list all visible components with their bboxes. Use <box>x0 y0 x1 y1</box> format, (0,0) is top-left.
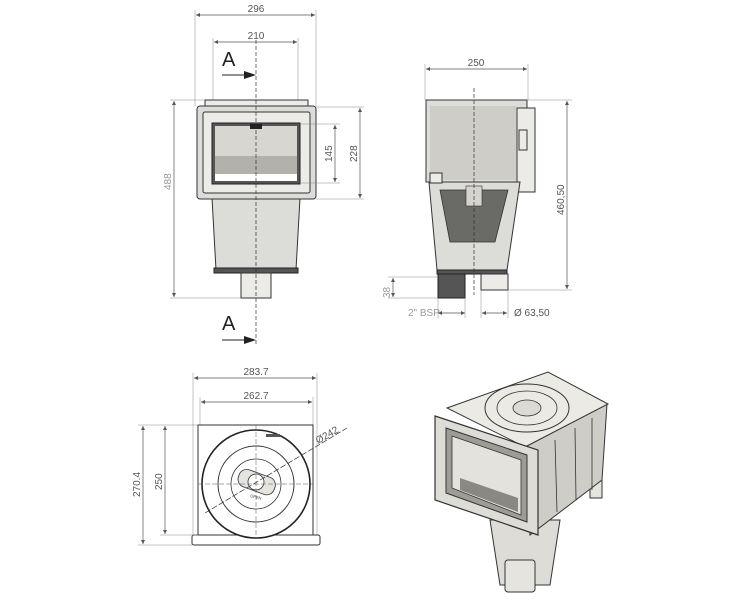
dim-flange-height: 228 <box>349 145 360 162</box>
outlet-pipe <box>480 273 509 291</box>
dim-plate-depth: 270.4 <box>132 472 143 497</box>
iso-outlet <box>504 559 536 593</box>
dim-opening-width: 210 <box>248 31 265 42</box>
isometric-view <box>434 371 610 593</box>
side-section-view: 250 460,50 38 2" BSP Ø 63,50 <box>382 58 572 319</box>
dim-outlet-height: 38 <box>382 286 393 298</box>
outlet-bsp <box>437 273 466 299</box>
dim-outlet-diameter: Ø 63,50 <box>514 308 550 319</box>
dim-body-width: 262.7 <box>243 391 268 402</box>
dim-width: 250 <box>468 58 485 69</box>
top-view: 283.7 262.7 OPEN Ø242 270.4 250 <box>132 367 348 546</box>
dim-opening-height: 145 <box>324 145 335 162</box>
dim-lid-diameter: Ø242 <box>314 425 341 447</box>
outlet-thread: 2" BSP <box>408 308 440 319</box>
section-marker-bottom: A <box>222 313 236 335</box>
section-arrow-icon <box>244 71 256 79</box>
front-view: 296 210 A A 488 145 228 <box>163 4 364 345</box>
section-arrow-icon <box>244 336 256 344</box>
dim-height: 460,50 <box>556 184 567 215</box>
dim-overall-width: 296 <box>248 4 265 15</box>
dim-body-depth: 250 <box>154 473 165 490</box>
section-marker-top: A <box>222 49 236 71</box>
dim-overall-height: 488 <box>163 173 174 190</box>
dim-plate-width: 283.7 <box>243 367 268 378</box>
